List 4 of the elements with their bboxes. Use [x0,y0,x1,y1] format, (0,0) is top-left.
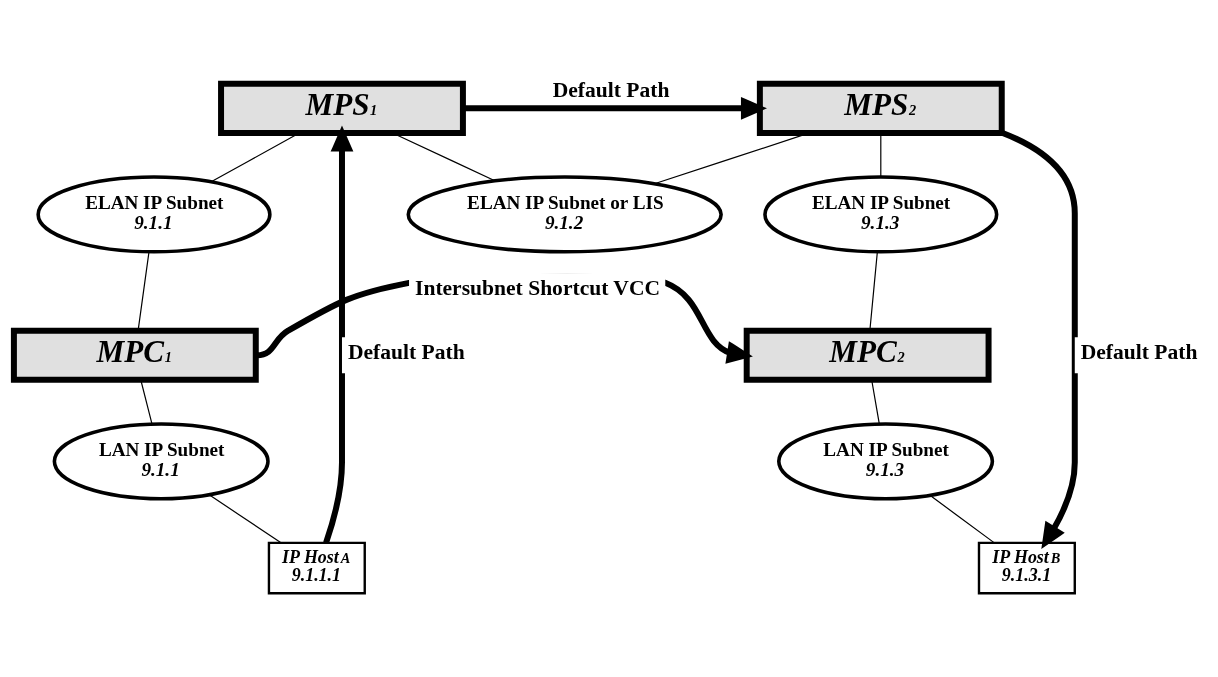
edge-label: Default Path [1080,340,1198,365]
edge-label: Default Path [347,340,465,365]
edge-label: Intersubnet Shortcut VCC [415,276,661,301]
edge-label: Default Path [552,77,670,102]
